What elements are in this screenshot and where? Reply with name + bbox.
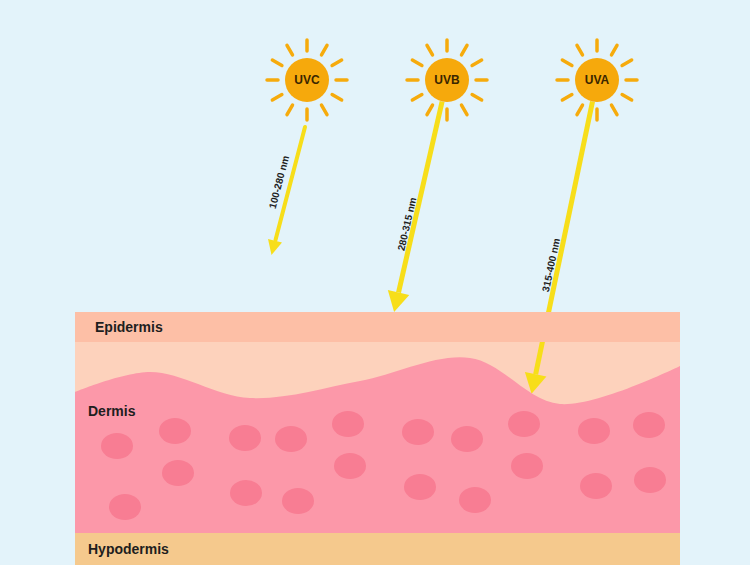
layer-label: Dermis bbox=[88, 403, 135, 419]
layer-label: Epidermis bbox=[95, 319, 163, 335]
skin-layer: Epidermis bbox=[75, 312, 680, 342]
dermis-layer: Dermis bbox=[75, 350, 680, 533]
sun-rays bbox=[267, 40, 637, 120]
wavelength-label: 100-280 nm bbox=[267, 154, 291, 209]
layer-label: Hypodermis bbox=[88, 541, 169, 557]
layer-label: UVC bbox=[294, 73, 319, 87]
uv-sun: UVC bbox=[285, 58, 329, 102]
uv-ray-arrow bbox=[388, 101, 442, 312]
uv-sun: UVB bbox=[425, 58, 469, 102]
layer-label: UVB bbox=[434, 73, 459, 87]
layer-label: UVA bbox=[585, 73, 609, 87]
skin-layer: Hypodermis bbox=[75, 533, 680, 565]
dermis-shape bbox=[75, 350, 680, 533]
uv-ray-arrow bbox=[525, 102, 593, 394]
uv-sun: UVA bbox=[575, 58, 619, 102]
